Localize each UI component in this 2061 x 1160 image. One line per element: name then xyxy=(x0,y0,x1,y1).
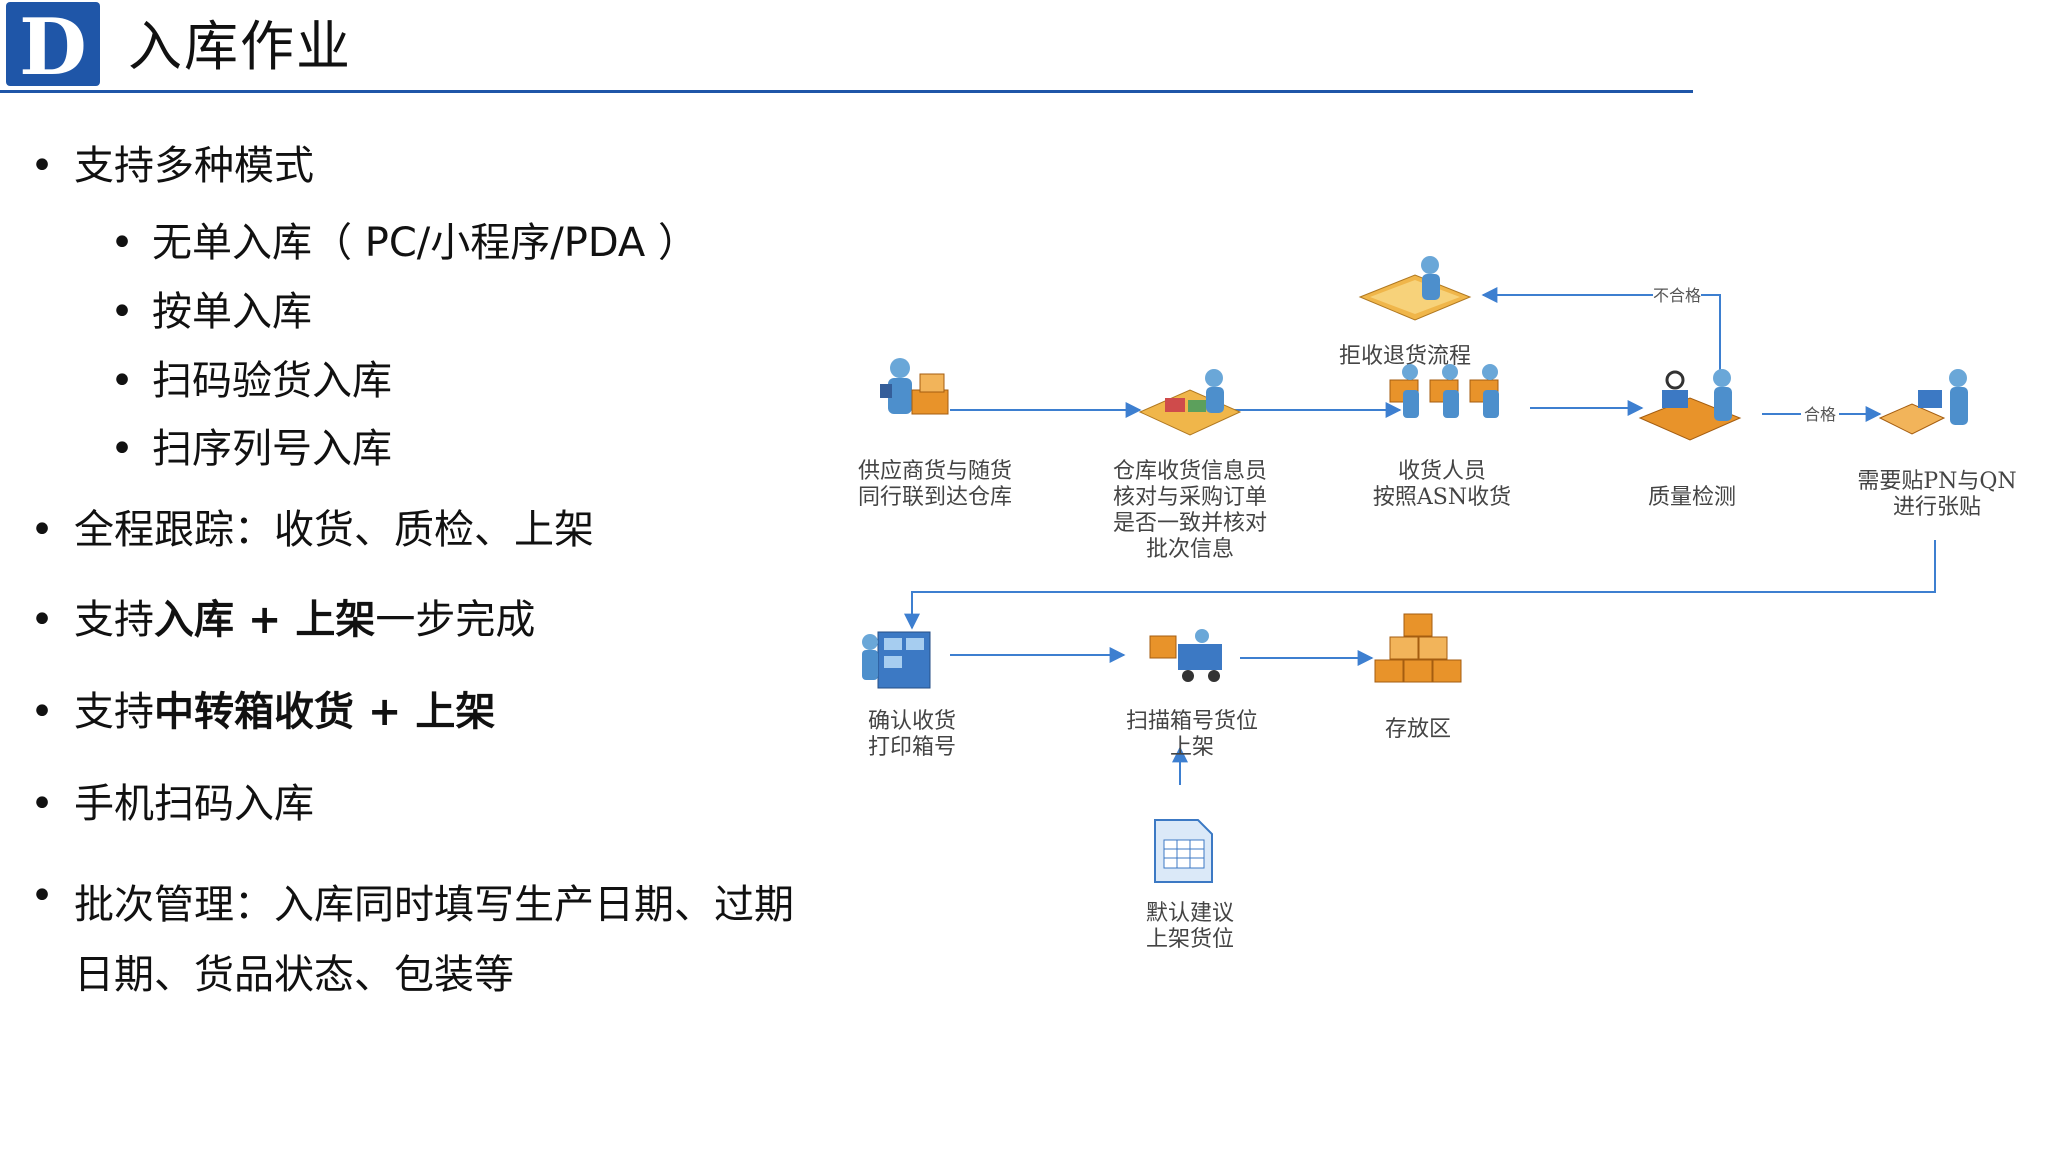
bullet-text-bold: 中转箱收货 + 上架 xyxy=(154,689,496,735)
bullet-dot: • xyxy=(30,689,54,735)
forklift-scan-icon xyxy=(1149,629,1222,682)
bullet-dot: • xyxy=(30,781,54,827)
arrow-qc-reject xyxy=(1481,287,1721,370)
confirm-label-2: 打印箱号 xyxy=(868,735,956,760)
receiver-team-icon xyxy=(1389,364,1499,418)
clerk-label-1: 仓库收货信息员 xyxy=(1113,459,1267,484)
title-rule xyxy=(0,90,1693,93)
bullet-text-part: 无单入库（ PC/小程序/PDA ） xyxy=(152,220,699,266)
inbound-flow-diagram: 不合格 合格 拒收退货流程 供应商货与随货 同行联到达仓库 仓库收货信息员 核对… xyxy=(858,256,2017,952)
bullet-text: 按单入库 xyxy=(152,286,312,338)
bullet-text-part: 全程跟踪：收货、质检、上架 xyxy=(74,507,594,553)
receiver-label-1: 收货人员 xyxy=(1398,459,1486,484)
bullet-dot: • xyxy=(30,873,54,919)
default-label-1: 默认建议 xyxy=(1146,901,1234,926)
label-label-1: 需要贴PN与QN xyxy=(1857,469,2016,494)
reject-desk-icon xyxy=(1358,256,1472,321)
pass-label: 合格 xyxy=(1804,405,1836,424)
confirm-terminal-icon xyxy=(862,631,931,689)
bullet-text-part: 扫码验货入库 xyxy=(152,358,392,404)
bullet-text: 扫序列号入库 xyxy=(152,423,392,475)
clerk-label-4: 批次信息 xyxy=(1146,537,1234,562)
bullet-text-part: 批次管理：入库同时填写生产日期、过期日期、货品状态、包装等 xyxy=(74,882,794,998)
storage-boxes-icon xyxy=(1374,613,1462,683)
bullet-dot: • xyxy=(110,358,134,404)
bullet-text-part: 按单入库 xyxy=(152,289,312,335)
bullet-text: 批次管理：入库同时填写生产日期、过期日期、货品状态、包装等 xyxy=(74,870,814,1010)
bullet-text-part: 支持多种模式 xyxy=(74,143,314,189)
confirm-label-1: 确认收货 xyxy=(868,709,956,734)
scan-label-2: 上架 xyxy=(1170,735,1214,760)
bullet-text: 扫码验货入库 xyxy=(152,355,392,407)
bullet-dot: • xyxy=(30,597,54,643)
bullet-text-part: 支持 xyxy=(74,597,154,643)
bullet-text: 支持入库 + 上架一步完成 xyxy=(74,594,535,646)
bullet-text-part: 扫序列号入库 xyxy=(152,426,392,472)
quality-check-icon xyxy=(1638,369,1742,441)
scan-label-1: 扫描箱号货位 xyxy=(1126,709,1258,734)
supplier-label-1: 供应商货与随货 xyxy=(858,459,1012,484)
clerk-label-2: 核对与采购订单 xyxy=(1113,485,1267,510)
page-title: 入库作业 xyxy=(128,15,352,78)
bullet-text-part: 支持 xyxy=(74,689,154,735)
qc-label: 质量检测 xyxy=(1648,485,1736,510)
fail-label: 不合格 xyxy=(1653,286,1701,305)
bullet-text: 无单入库（ PC/小程序/PDA ） xyxy=(152,217,698,269)
supplier-icon xyxy=(880,358,949,415)
bullet-text: 手机扫码入库 xyxy=(74,778,314,830)
bullet-dot: • xyxy=(30,507,54,553)
company-logo: D xyxy=(6,2,100,86)
bullet-text-part: 手机扫码入库 xyxy=(74,781,314,827)
bullet-dot: • xyxy=(110,220,134,266)
supplier-label-2: 同行联到达仓库 xyxy=(858,485,1012,510)
clerk-label-3: 是否一致并核对 xyxy=(1113,511,1267,536)
suggested-location-document-icon xyxy=(1154,819,1213,883)
clerk-desk-icon xyxy=(1138,369,1242,436)
receiver-label-2: 按照ASN收货 xyxy=(1373,485,1511,510)
bullet-dot: • xyxy=(110,289,134,335)
bullet-dot: • xyxy=(30,143,54,189)
default-label-2: 上架货位 xyxy=(1146,927,1234,952)
label-label-2: 进行张贴 xyxy=(1893,495,1981,520)
arrow-label-confirm xyxy=(904,540,1936,630)
bullet-text: 支持中转箱收货 + 上架 xyxy=(74,686,495,738)
labeling-icon xyxy=(1878,369,1968,435)
bullet-text: 支持多种模式 xyxy=(74,140,314,192)
logo-letter: D xyxy=(19,2,87,86)
bullet-text: 全程跟踪：收货、质检、上架 xyxy=(74,504,594,556)
bullet-text-part: 一步完成 xyxy=(375,597,536,643)
bullet-text-bold: 入库 + 上架 xyxy=(154,597,376,643)
bullet-dot: • xyxy=(110,426,134,472)
storage-label: 存放区 xyxy=(1385,717,1451,742)
